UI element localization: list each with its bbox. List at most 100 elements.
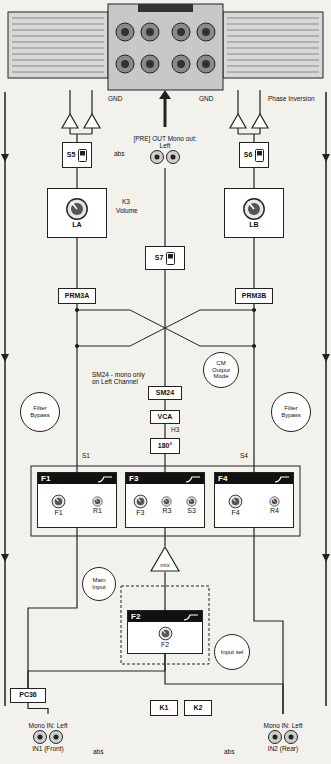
amplifier-illustration [8, 12, 108, 78]
switch-box: K1 [150, 700, 178, 716]
rca-jack-symbol [171, 155, 176, 160]
pre-out-line [159, 90, 171, 127]
frame-line [322, 354, 330, 362]
control-label: S3 [187, 507, 196, 515]
filter-box: F2F2 [127, 610, 203, 654]
filter-symbol [274, 475, 290, 483]
knob-symbol [248, 202, 254, 209]
amplifier-illustration [172, 55, 190, 73]
signal-line [28, 528, 77, 688]
callout-text: Filter Bypass [276, 405, 306, 419]
knob-symbol [137, 497, 141, 502]
switch-symbol [257, 151, 262, 156]
box-label: K1 [160, 704, 169, 712]
filter-title: F2 [131, 612, 140, 621]
signal-line [76, 238, 77, 288]
switch-box: K2 [184, 700, 212, 716]
rca-jack-symbol [167, 151, 180, 164]
rca-jack-symbol [32, 729, 64, 745]
output-buffers [238, 128, 260, 142]
knob-symbol [232, 497, 236, 502]
knob-symbol [159, 627, 172, 640]
filter-frame [31, 466, 300, 536]
switch-symbol [166, 252, 175, 265]
annotation-label: SM24 - mono only on Left Channel [92, 371, 146, 386]
knob-symbol [95, 498, 98, 501]
rca-jack-symbol [267, 729, 299, 745]
jack-label: IN2 (Rear) [268, 745, 298, 752]
amplifier-illustration [116, 55, 134, 73]
annotation-label: Volume [116, 207, 138, 214]
switch-symbol [256, 149, 264, 161]
knob-symbol [228, 494, 243, 509]
callout-bubble: Input sel [214, 634, 250, 670]
signal-line [253, 238, 254, 288]
knob-symbol [71, 202, 77, 209]
control-group: F4 [228, 494, 243, 517]
filter-controls: F1R1 [38, 484, 116, 527]
switch-symbol [167, 252, 175, 264]
control-group: F2 [158, 626, 173, 649]
amplifier-illustration [202, 60, 210, 68]
amplifier-illustration [138, 4, 193, 12]
switch-symbol [168, 254, 173, 259]
module-box: PRM3B [235, 288, 273, 304]
control-label: F3 [136, 509, 144, 517]
knob-symbol [67, 199, 87, 219]
output-buffers [84, 114, 100, 128]
annotation-label: abs [93, 748, 103, 755]
annotation-label: GND [199, 95, 213, 102]
knob-symbol [93, 497, 102, 506]
filter-title: F4 [218, 474, 227, 483]
callout-text: Filter Bypass [25, 405, 55, 419]
knob-symbol [189, 499, 195, 505]
amplifier-illustration [141, 23, 159, 41]
amplifier-illustration [227, 18, 319, 72]
filter-title: F3 [129, 474, 138, 483]
box-label: PC36 [19, 691, 37, 699]
jack-label: Mono IN: Left [28, 722, 67, 729]
amplifier-illustration [121, 28, 210, 68]
control-group: R3 [161, 496, 172, 515]
rca-jack-symbol [285, 731, 298, 744]
filter-header: F3 [126, 473, 204, 484]
knob-symbol [269, 496, 280, 507]
filter-symbol [183, 613, 199, 621]
amplifier-illustration [223, 12, 323, 78]
signal-line [164, 270, 165, 386]
switch-box: S5 [62, 142, 92, 168]
phase-box: 180° [150, 438, 180, 454]
amplifier-illustration [146, 60, 154, 68]
knob-symbol [242, 197, 266, 221]
amplifier-illustration [8, 4, 323, 90]
control-label: F1 [54, 509, 62, 517]
mixer-symbol: mix [150, 546, 180, 572]
output-buffers [62, 114, 78, 128]
frame-line [1, 554, 9, 562]
frame-line [322, 154, 330, 162]
knob-symbol [137, 498, 145, 506]
knob-symbol [189, 498, 192, 501]
control-label: F4 [231, 509, 239, 517]
knob-symbol [51, 494, 66, 509]
filter-controls: F3 R3 S3 [126, 484, 204, 527]
signal-line [164, 168, 165, 246]
amplifier-illustration [197, 23, 215, 41]
knob-symbol [52, 495, 65, 508]
control-label: LA [72, 221, 81, 229]
level-control: LA [47, 188, 107, 238]
frame-line [322, 554, 330, 562]
knob-symbol [65, 197, 89, 221]
knob-symbol [186, 496, 197, 507]
signal-line [28, 703, 48, 714]
control-label: R3 [163, 507, 172, 515]
annotation-label: abs [114, 150, 124, 157]
signal-line [164, 400, 165, 410]
amplifier-illustration [177, 60, 185, 68]
signal-line [253, 168, 254, 188]
filter-symbol [186, 477, 200, 482]
frame-line [5, 92, 326, 706]
amplifier-illustration [146, 28, 154, 36]
filter-controls: F4R4 [215, 484, 293, 527]
filter-symbol [275, 477, 289, 482]
